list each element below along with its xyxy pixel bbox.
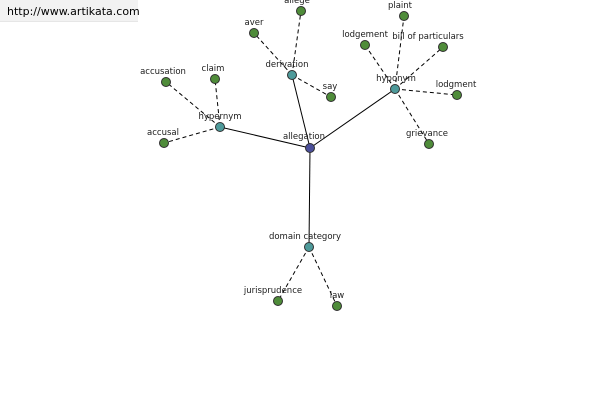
node-label: bill of particulars — [392, 32, 464, 42]
edge-hyponym-grievance — [394, 88, 430, 145]
node-dot[interactable] — [287, 70, 297, 80]
node-claim[interactable]: claim — [202, 64, 225, 84]
edge-layer — [163, 10, 458, 307]
edge-allegation-hypernym — [219, 126, 311, 149]
node-dot[interactable] — [390, 84, 400, 94]
node-label: accusal — [147, 128, 179, 138]
url-bar: http://www.artikata.com — [0, 0, 140, 22]
edge-domain-category-jurisprudence — [277, 246, 310, 302]
site-url[interactable]: http://www.artikata.com — [7, 5, 140, 18]
edge-derivation-say — [291, 74, 332, 98]
edge-hyponym-lodgement — [364, 44, 396, 90]
node-label: say — [323, 82, 338, 92]
node-dot[interactable] — [296, 6, 306, 16]
node-label: plaint — [388, 1, 413, 11]
edge-allegation-hyponym — [309, 88, 396, 149]
node-accusal[interactable]: accusal — [147, 128, 179, 148]
node-law[interactable]: law — [330, 291, 345, 311]
node-label: hypernym — [198, 112, 241, 122]
edge-derivation-aver — [253, 32, 293, 76]
node-aver[interactable]: aver — [245, 18, 264, 38]
node-dot[interactable] — [332, 301, 342, 311]
node-label: aver — [245, 18, 264, 28]
node-label: derivation — [265, 60, 308, 70]
node-bill-of-particulars[interactable]: bill of particulars — [392, 32, 464, 52]
node-say[interactable]: say — [323, 82, 338, 102]
node-plaint[interactable]: plaint — [388, 1, 413, 21]
node-label: law — [330, 291, 345, 301]
node-label: claim — [202, 64, 225, 74]
edge-derivation-allege — [291, 10, 302, 76]
node-derivation[interactable]: derivation — [265, 60, 309, 80]
node-dot[interactable] — [161, 77, 171, 87]
node-dot[interactable] — [215, 122, 225, 132]
node-lodgment[interactable]: lodgment — [436, 80, 477, 100]
node-hyponym[interactable]: hyponym — [376, 74, 416, 94]
node-dot[interactable] — [304, 242, 314, 252]
node-label: lodgement — [342, 30, 388, 40]
node-hypernym[interactable]: hypernym — [198, 112, 242, 132]
edge-allegation-domain-category — [308, 147, 311, 248]
node-dot[interactable] — [210, 74, 220, 84]
edge-allegation-derivation — [291, 74, 311, 149]
node-domain-category[interactable]: domain category — [269, 232, 341, 252]
node-label: allege — [284, 0, 310, 6]
node-grievance[interactable]: grievance — [406, 129, 448, 149]
node-dot[interactable] — [360, 40, 370, 50]
node-dot[interactable] — [452, 90, 462, 100]
node-allege[interactable]: allege — [284, 0, 310, 16]
node-dot[interactable] — [305, 143, 315, 153]
node-lodgement[interactable]: lodgement — [342, 30, 389, 50]
edge-hypernym-claim — [214, 78, 221, 128]
edge-hypernym-accusation — [165, 81, 221, 128]
node-label: lodgment — [436, 80, 477, 90]
node-label: grievance — [406, 129, 448, 139]
edge-hypernym-accusal — [163, 126, 221, 144]
node-label: hyponym — [376, 74, 416, 84]
node-jurisprudence[interactable]: jurisprudence — [243, 286, 302, 306]
node-allegation[interactable]: allegation — [283, 132, 325, 153]
node-layer: allege aver say plaint lodgement bill of part… — [140, 0, 477, 311]
node-accusation[interactable]: accusation — [140, 67, 186, 87]
node-dot[interactable] — [438, 42, 448, 52]
edge-hyponym-lodgment — [394, 88, 458, 96]
node-dot[interactable] — [159, 138, 169, 148]
node-label: domain category — [269, 232, 341, 242]
node-dot[interactable] — [249, 28, 259, 38]
edge-hyponym-plaint — [394, 15, 405, 90]
node-label: jurisprudence — [243, 286, 302, 296]
node-label: accusation — [140, 67, 186, 77]
node-dot[interactable] — [326, 92, 336, 102]
edge-hyponym-bill-of-particulars — [394, 46, 444, 90]
edge-domain-category-law — [308, 246, 338, 307]
node-dot[interactable] — [273, 296, 283, 306]
node-dot[interactable] — [399, 11, 409, 21]
node-label: allegation — [283, 132, 325, 142]
node-dot[interactable] — [424, 139, 434, 149]
